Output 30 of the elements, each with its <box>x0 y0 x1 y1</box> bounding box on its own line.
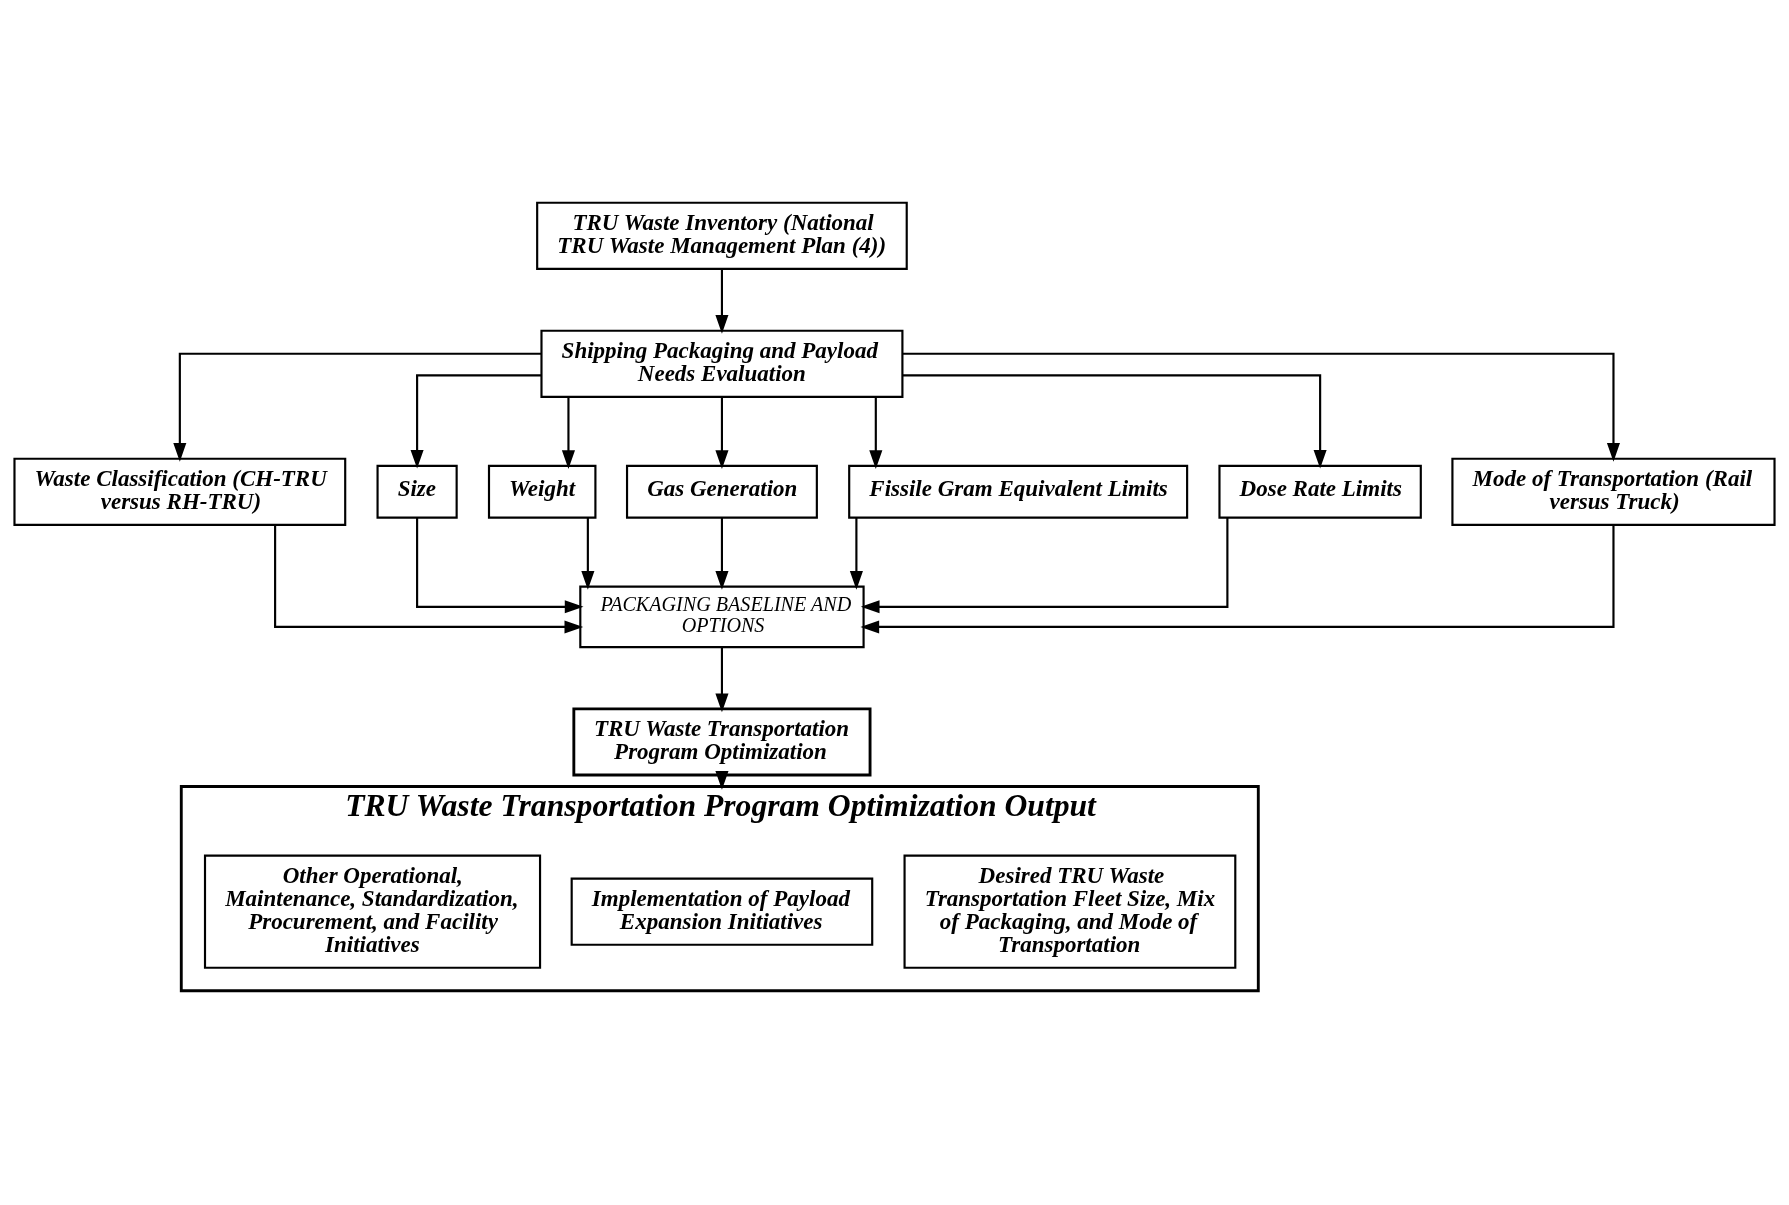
node-box: Desired TRU Waste Transportation Fleet Size, Mix of Packaging, and Mode of Transportation <box>903 854 1237 969</box>
arrow <box>715 517 729 590</box>
arrow <box>715 397 729 469</box>
arrow <box>715 771 729 790</box>
arrow <box>416 517 584 614</box>
arrow <box>410 374 542 469</box>
arrow <box>902 374 1327 469</box>
node-box: Waste Classification (CH-TRU versus RH-TRU) <box>13 457 347 526</box>
arrow <box>860 517 1229 614</box>
arrow <box>715 647 729 713</box>
arrow <box>274 525 584 634</box>
node-box: Other Operational, Maintenance, Standardization, Procurement, and Facility Initiatives <box>203 854 542 969</box>
arrow <box>849 517 863 590</box>
arrow <box>581 517 595 590</box>
arrow <box>860 525 1615 634</box>
arrow <box>173 352 542 462</box>
arrow <box>902 352 1621 462</box>
node-box: Size <box>376 464 458 519</box>
arrow <box>869 397 883 469</box>
node-box: Fissile Gram Equivalent Limits <box>848 464 1189 519</box>
node-box: Dose Rate Limits <box>1218 464 1422 519</box>
node-box: Mode of Transportation (Rail versus Truck) <box>1451 457 1776 526</box>
node-box: Implementation of Payload Expansion Initiatives <box>570 877 874 946</box>
arrow <box>561 397 575 469</box>
node-box: Weight <box>487 464 597 519</box>
node-box: PACKAGING BASELINE AND OPTIONS <box>579 585 865 649</box>
arrow <box>715 269 729 334</box>
node-box: TRU Waste Inventory (National TRU Waste Management Plan (4)) <box>536 201 908 270</box>
node-box: Shipping Packaging and Payload Needs Evaluation <box>540 329 904 398</box>
node-box: Gas Generation <box>625 464 818 519</box>
